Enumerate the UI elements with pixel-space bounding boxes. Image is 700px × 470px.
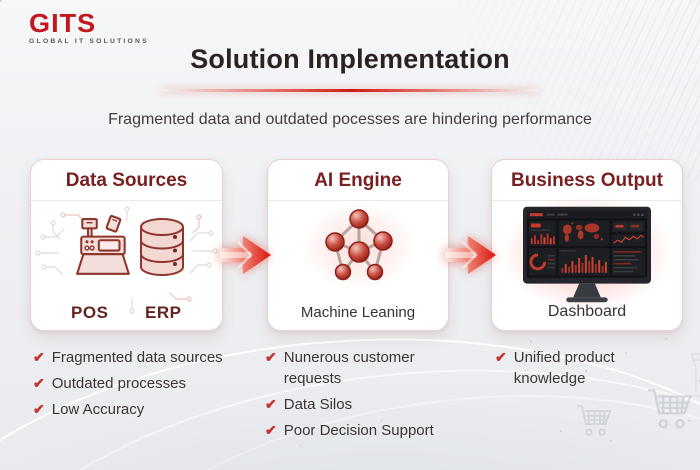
card-business-output: Business Output [491, 159, 683, 331]
glass-icon [688, 352, 700, 404]
check-text: Unified product knowledge [513, 349, 615, 387]
checklist-data-sources: ✔ Fragmented data sources ✔ Outdated pro… [33, 347, 238, 425]
card-caption: Dashboard [547, 303, 627, 320]
shopping-cart-icon [575, 402, 615, 438]
flow-arrow-icon [219, 229, 273, 281]
card-data-sources: Data Sources [30, 159, 223, 331]
erp-label: ERP [145, 303, 182, 322]
checklist-ai-engine: ✔ Nunerous customer requests ✔ Data Silo… [265, 347, 451, 446]
check-text: Low Accuracy [51, 401, 145, 418]
check-text: Data Silos [283, 396, 353, 413]
card-caption: Machine Leaning [300, 304, 416, 321]
check-item: ✔ Poor Decision Support [265, 420, 451, 441]
card-caption: POS ERP [31, 303, 222, 323]
page-title: Solution Implementation [190, 44, 510, 74]
check-item: ✔ Unified product knowledge [495, 347, 657, 389]
check-text: Poor Decision Support [283, 422, 434, 439]
check-icon: ✔ [33, 401, 45, 417]
card-title: Data Sources [65, 170, 188, 191]
pos-register-icon [76, 214, 130, 275]
card-title: AI Engine [314, 170, 402, 191]
card-title: Business Output [510, 170, 663, 191]
erp-database-icon [140, 218, 184, 276]
card-ai-engine: AI Engine [267, 159, 449, 331]
card-divider [492, 200, 682, 201]
circuit-pattern-icon [35, 206, 218, 314]
background-speckles [0, 0, 2, 2]
logo-tagline: GLOBAL IT SOLUTIONS [29, 38, 149, 45]
dashboard-monitor-icon [523, 206, 651, 303]
shopping-cart-icon [645, 385, 697, 431]
flow-arrow-icon [444, 229, 498, 281]
check-item: ✔ Data Silos [265, 394, 451, 415]
check-icon: ✔ [33, 375, 45, 391]
check-icon: ✔ [265, 422, 277, 438]
check-item: ✔ Low Accuracy [33, 399, 238, 420]
logo-wordmark: GITS [29, 8, 97, 38]
check-icon: ✔ [33, 349, 45, 365]
gits-logo: GITS GLOBAL IT SOLUTIONS [29, 10, 149, 46]
neural-network-icon [325, 209, 393, 281]
title-underline [161, 89, 539, 92]
check-text: Fragmented data sources [51, 349, 223, 366]
check-item: ✔ Outdated processes [33, 373, 238, 394]
check-item: ✔ Fragmented data sources [33, 347, 238, 368]
checklist-business-output: ✔ Unified product knowledge [495, 347, 657, 394]
background-shade [0, 320, 700, 470]
check-icon: ✔ [265, 349, 277, 365]
check-text: Nunerous customer requests [283, 349, 415, 387]
check-icon: ✔ [265, 396, 277, 412]
page-subtitle: Fragmented data and outdated pocesses ar… [108, 111, 592, 128]
check-icon: ✔ [495, 349, 507, 365]
card-divider [268, 200, 448, 201]
check-item: ✔ Nunerous customer requests [265, 347, 451, 389]
pos-label: POS [71, 303, 109, 322]
card-divider [31, 200, 222, 201]
check-text: Outdated processes [51, 375, 186, 392]
